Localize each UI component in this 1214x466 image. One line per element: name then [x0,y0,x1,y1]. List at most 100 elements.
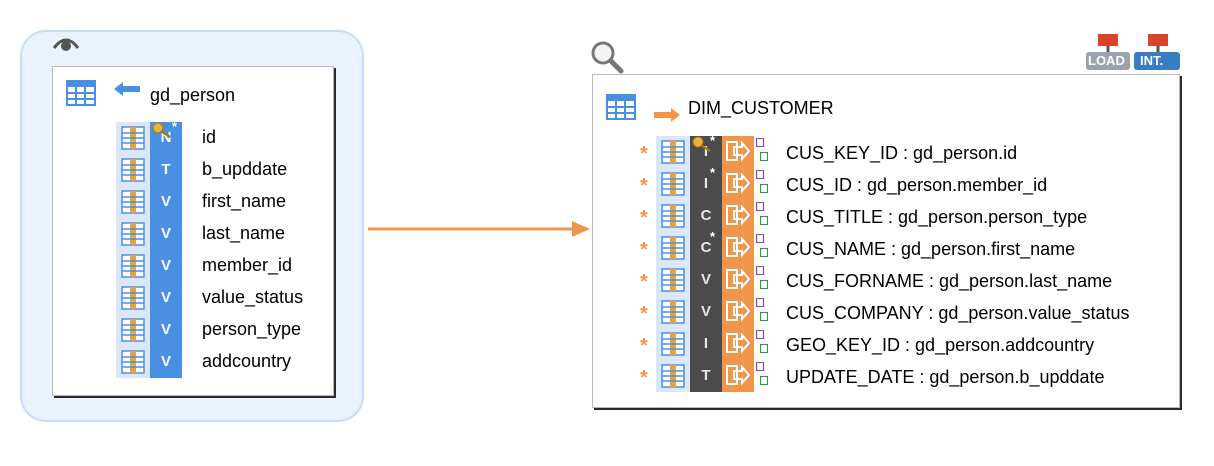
integration-flag-icon[interactable]: INT. [1134,32,1180,72]
target-asterisk-icon: * [640,303,648,325]
target-asterisk-icon: * [640,239,648,261]
column-table-icon [661,172,685,196]
column-table-icon [661,300,685,324]
column-type-badge: C [700,238,712,256]
column-type-badge: V [160,352,171,370]
column-type-badge: T [701,366,711,384]
source-column-name: last_name [202,223,286,243]
update-flag-icon[interactable] [756,234,764,243]
load-label: LOAD [1088,53,1125,68]
column-table-icon [121,126,145,150]
insert-flag-icon[interactable] [760,344,768,353]
column-type-badge: I [703,334,709,352]
insert-flag-icon[interactable] [760,248,768,257]
column-type-badge: I [703,142,709,160]
target-asterisk-icon: * [640,335,648,357]
mapping-icon[interactable] [726,140,750,162]
column-table-icon [121,286,145,310]
magnifier-icon[interactable] [590,40,624,74]
target-asterisk-icon: * [640,143,648,165]
update-flag-icon[interactable] [756,362,764,371]
mandatory-star-icon: * [710,165,716,180]
column-table-icon [661,204,685,228]
mandatory-star-icon: * [710,133,716,148]
mapping-icon[interactable] [726,204,750,226]
column-type-badge: C [700,206,712,224]
column-type-badge: I [703,174,709,192]
mandatory-star-icon: * [710,229,716,244]
column-type-badge: V [160,288,171,306]
target-column-mapping: CUS_FORNAME : gd_person.last_name [786,271,1113,291]
mapping-icon[interactable] [726,332,750,354]
column-type-badge: N [160,128,172,146]
column-type-badge: V [160,224,171,242]
target-asterisk-icon: * [640,367,648,389]
source-column-name: b_upddate [202,159,288,179]
column-table-icon [661,332,685,356]
mapping-icon[interactable] [726,364,750,386]
int-label: INT. [1140,53,1164,68]
insert-flag-icon[interactable] [760,280,768,289]
column-type-badge: T [161,160,171,178]
mapping-icon[interactable] [726,300,750,322]
mapping-connector-arrow[interactable] [366,218,592,240]
insert-flag-icon[interactable] [760,152,768,161]
insert-flag-icon[interactable] [760,216,768,225]
update-flag-icon[interactable] [756,138,764,147]
source-column-name: person_type [202,319,302,339]
source-arrow-icon [114,82,140,96]
column-type-badge: V [700,270,711,288]
target-column-mapping: CUS_ID : gd_person.member_id [786,175,1048,195]
source-column-type-strip [150,122,182,378]
target-column-mapping: CUS_COMPANY : gd_person.value_status [786,303,1130,323]
eye-icon[interactable] [52,34,80,52]
column-table-icon [661,236,685,260]
target-asterisk-icon: * [640,207,648,229]
source-column-name: addcountry [202,351,292,371]
column-table-icon [661,140,685,164]
insert-flag-icon[interactable] [760,376,768,385]
source-column-name: member_id [202,255,293,275]
column-type-badge: V [160,256,171,274]
insert-flag-icon[interactable] [760,312,768,321]
column-table-icon [121,350,145,374]
update-flag-icon[interactable] [756,170,764,179]
update-flag-icon[interactable] [756,202,764,211]
source-table-title: gd_person [150,85,236,105]
target-column-mapping: UPDATE_DATE : gd_person.b_upddate [786,367,1105,387]
target-column-mapping: CUS_KEY_ID : gd_person.id [786,143,1018,163]
mapping-icon[interactable] [726,236,750,258]
target-table-title: DIM_CUSTOMER [688,98,834,118]
source-column-name: id [202,127,217,147]
target-arrow-icon [654,108,680,122]
target-column-mapping: GEO_KEY_ID : gd_person.addcountry [786,335,1095,355]
source-table-box[interactable] [52,66,334,396]
column-table-icon [121,190,145,214]
column-table-icon [661,268,685,292]
mapping-icon[interactable] [726,268,750,290]
update-flag-icon[interactable] [756,266,764,275]
column-table-icon [121,158,145,182]
column-table-icon [121,222,145,246]
source-column-name: first_name [202,191,287,211]
column-table-icon [121,318,145,342]
target-column-mapping: CUS_NAME : gd_person.first_name [786,239,1076,259]
mapping-icon[interactable] [726,172,750,194]
source-column-name: value_status [202,287,304,307]
load-flag-icon[interactable]: LOAD [1086,32,1130,72]
column-table-icon [121,254,145,278]
table-icon [606,94,636,120]
insert-flag-icon[interactable] [760,184,768,193]
column-type-badge: V [700,302,711,320]
target-asterisk-icon: * [640,271,648,293]
target-asterisk-icon: * [640,175,648,197]
target-column-type-strip [690,136,722,392]
update-flag-icon[interactable] [756,330,764,339]
column-type-badge: V [160,192,171,210]
target-column-mapping: CUS_TITLE : gd_person.person_type [786,207,1088,227]
update-flag-icon[interactable] [756,298,764,307]
column-table-icon [661,364,685,388]
table-icon [66,80,96,106]
mandatory-star-icon: * [172,119,178,134]
column-type-badge: V [160,320,171,338]
